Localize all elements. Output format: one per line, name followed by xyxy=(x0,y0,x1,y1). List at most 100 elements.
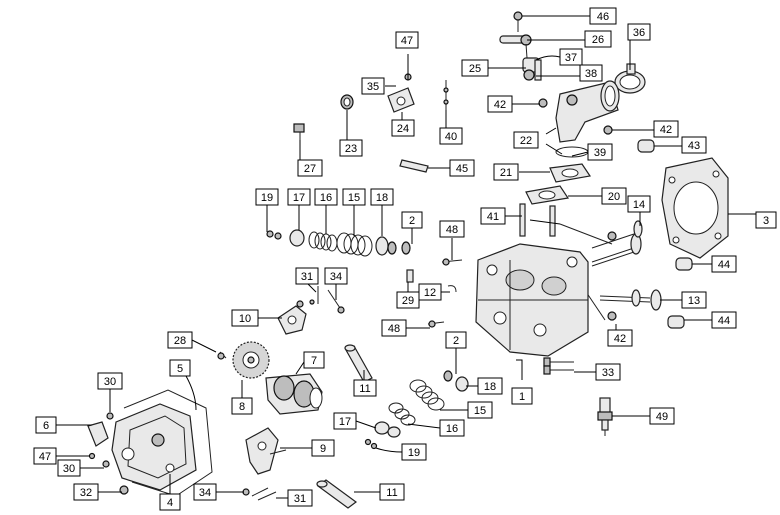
part-16-inner-spring xyxy=(308,231,338,252)
callout-22[interactable]: 22 xyxy=(513,131,539,149)
part-4-valve-cover xyxy=(111,403,197,491)
svg-text:43: 43 xyxy=(688,140,700,152)
svg-text:25: 25 xyxy=(469,63,481,75)
part-29-pin xyxy=(406,269,414,283)
callout-42[interactable]: 42 xyxy=(607,329,633,347)
callout-30[interactable]: 30 xyxy=(97,372,123,390)
callout-47[interactable]: 47 xyxy=(33,447,57,465)
callout-3[interactable]: 3 xyxy=(755,211,777,229)
callout-30[interactable]: 30 xyxy=(57,459,81,477)
svg-text:47: 47 xyxy=(39,451,51,463)
svg-text:23: 23 xyxy=(345,143,357,155)
callout-34[interactable]: 34 xyxy=(193,483,217,501)
callout-35[interactable]: 35 xyxy=(361,77,385,95)
part-19-keepers xyxy=(266,230,282,240)
callout-15[interactable]: 15 xyxy=(342,188,366,206)
callout-9[interactable]: 9 xyxy=(311,439,335,457)
callout-29[interactable]: 29 xyxy=(396,291,420,309)
callout-40[interactable]: 40 xyxy=(439,127,463,145)
callout-48[interactable]: 48 xyxy=(439,220,465,238)
callout-16[interactable]: 16 xyxy=(439,419,465,437)
callout-32[interactable]: 32 xyxy=(73,483,99,501)
svg-text:37: 37 xyxy=(565,52,577,64)
callout-15[interactable]: 15 xyxy=(467,401,493,419)
callout-24[interactable]: 24 xyxy=(391,119,415,137)
callout-34[interactable]: 34 xyxy=(324,267,348,285)
svg-text:12: 12 xyxy=(424,287,436,299)
callout-21[interactable]: 21 xyxy=(493,163,519,181)
callout-2[interactable]: 2 xyxy=(445,331,467,349)
callout-42[interactable]: 42 xyxy=(487,95,513,113)
callout-18[interactable]: 18 xyxy=(370,188,394,206)
callout-19[interactable]: 19 xyxy=(255,188,279,206)
part-42-nut xyxy=(607,231,617,241)
svg-text:18: 18 xyxy=(484,381,496,393)
callout-39[interactable]: 39 xyxy=(587,143,613,161)
callout-10[interactable]: 10 xyxy=(231,309,259,327)
svg-text:42: 42 xyxy=(614,333,626,345)
callout-17[interactable]: 17 xyxy=(287,188,311,206)
callout-37[interactable]: 37 xyxy=(559,48,583,66)
svg-text:42: 42 xyxy=(494,99,506,111)
callout-25[interactable]: 25 xyxy=(461,59,489,77)
svg-text:33: 33 xyxy=(602,367,614,379)
part-30-bolt xyxy=(106,412,114,420)
part-13-valve xyxy=(599,289,662,311)
callout-31[interactable]: 31 xyxy=(287,489,313,507)
callout-4[interactable]: 4 xyxy=(159,493,181,511)
callout-28[interactable]: 28 xyxy=(167,331,193,349)
part-11-tube xyxy=(316,479,358,509)
callout-41[interactable]: 41 xyxy=(480,207,506,225)
svg-text:8: 8 xyxy=(239,401,245,413)
callout-17[interactable]: 17 xyxy=(333,412,357,430)
callout-23[interactable]: 23 xyxy=(339,139,363,157)
callout-31[interactable]: 31 xyxy=(295,267,319,285)
part-6-bracket xyxy=(87,421,109,447)
svg-text:19: 19 xyxy=(261,192,273,204)
callout-13[interactable]: 13 xyxy=(681,291,707,309)
svg-text:21: 21 xyxy=(500,167,512,179)
svg-text:16: 16 xyxy=(446,423,458,435)
svg-text:15: 15 xyxy=(348,192,360,204)
callout-47[interactable]: 47 xyxy=(395,31,419,49)
callout-44[interactable]: 44 xyxy=(711,255,737,273)
callout-7[interactable]: 7 xyxy=(303,351,325,369)
callout-16[interactable]: 16 xyxy=(314,188,338,206)
callout-1[interactable]: 1 xyxy=(511,387,533,405)
callout-27[interactable]: 27 xyxy=(297,159,323,177)
callout-11[interactable]: 11 xyxy=(353,379,377,397)
part-33-bolts xyxy=(543,357,574,375)
part-36-clamp xyxy=(614,63,646,94)
callout-6[interactable]: 6 xyxy=(35,416,57,434)
callout-5[interactable]: 5 xyxy=(169,359,191,377)
svg-text:24: 24 xyxy=(397,123,409,135)
callout-18[interactable]: 18 xyxy=(477,377,503,395)
callout-14[interactable]: 14 xyxy=(627,195,651,213)
callout-42[interactable]: 42 xyxy=(653,120,679,138)
callout-45[interactable]: 45 xyxy=(449,159,475,177)
callout-46[interactable]: 46 xyxy=(589,7,617,25)
callout-36[interactable]: 36 xyxy=(627,23,651,41)
part-15-outer-spring xyxy=(336,232,373,257)
svg-text:39: 39 xyxy=(594,147,606,159)
callout-11[interactable]: 11 xyxy=(379,483,405,501)
callout-49[interactable]: 49 xyxy=(649,407,675,425)
callout-8[interactable]: 8 xyxy=(231,397,253,415)
callout-33[interactable]: 33 xyxy=(595,363,621,381)
callout-2[interactable]: 2 xyxy=(401,211,423,229)
callout-48[interactable]: 48 xyxy=(381,319,407,337)
svg-text:45: 45 xyxy=(456,163,468,175)
part-26-sender xyxy=(499,34,532,59)
callout-44[interactable]: 44 xyxy=(711,311,737,329)
part-44-dowel xyxy=(667,315,685,329)
part-15-16-springs xyxy=(388,379,445,426)
part-1-cylinder-head xyxy=(475,243,589,357)
callout-38[interactable]: 38 xyxy=(579,64,603,82)
part-9-rocker-arm xyxy=(245,427,287,475)
callout-19[interactable]: 19 xyxy=(401,443,427,461)
callout-12[interactable]: 12 xyxy=(418,283,442,301)
callout-26[interactable]: 26 xyxy=(584,30,612,48)
callout-20[interactable]: 20 xyxy=(601,187,627,205)
callout-43[interactable]: 43 xyxy=(681,136,707,154)
